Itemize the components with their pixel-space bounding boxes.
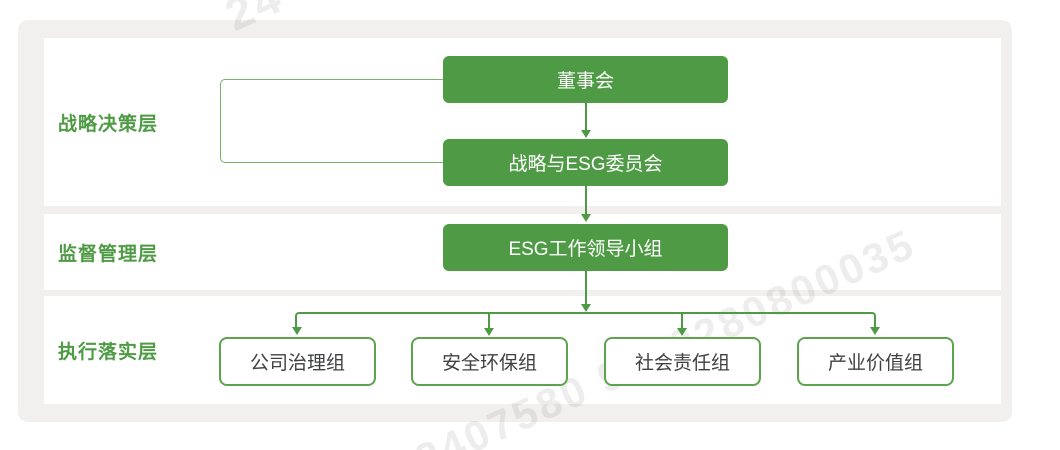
node-group-industrial-value: 产业价值组 xyxy=(797,337,954,386)
arrow-committee-to-leading-group-line xyxy=(585,186,587,214)
node-esg-committee: 战略与ESG委员会 xyxy=(443,139,728,186)
arrow-board-to-committee-head xyxy=(581,130,591,138)
arrow-to-group-1-line xyxy=(488,314,490,328)
arrow-to-group-3-head xyxy=(870,327,880,335)
node-group-safety-environment: 安全环保组 xyxy=(411,337,568,386)
arrow-board-to-committee-line xyxy=(585,103,587,130)
distribution-line xyxy=(295,312,876,327)
layer-label-execution: 执行落实层 xyxy=(58,341,159,363)
layer-label-strategy: 战略决策层 xyxy=(58,113,159,135)
arrow-to-group-0-head xyxy=(292,327,302,335)
node-board: 董事会 xyxy=(443,56,728,103)
node-group-social-responsibility: 社会责任组 xyxy=(604,337,761,386)
arrow-to-group-2-head xyxy=(677,328,687,336)
board-committee-bracket-connector xyxy=(220,79,444,163)
arrow-leading-group-stem-head xyxy=(581,304,591,312)
arrow-committee-to-leading-group-head xyxy=(581,214,591,222)
arrow-leading-group-stem-line xyxy=(585,271,587,304)
layer-label-supervision: 监督管理层 xyxy=(58,243,159,265)
arrow-to-group-2-line xyxy=(681,314,683,328)
arrow-to-group-1-head xyxy=(484,328,494,336)
node-group-corporate-governance: 公司治理组 xyxy=(219,337,376,386)
node-esg-leading-group: ESG工作领导小组 xyxy=(443,224,728,271)
